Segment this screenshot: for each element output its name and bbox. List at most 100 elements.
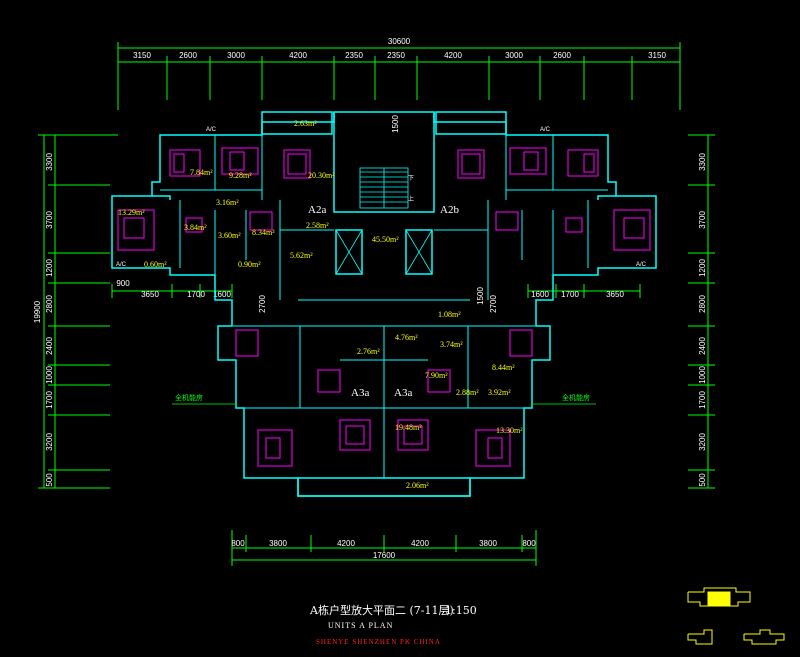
unit-label-a3a-left: A3a xyxy=(351,387,369,399)
mid-dimension-chains xyxy=(111,284,641,298)
area-label: 2.58m² xyxy=(306,221,329,230)
area-label: 2.88m² xyxy=(456,388,479,397)
dim-top-seg: 4200 xyxy=(444,51,462,60)
dim-right-seg: 3700 xyxy=(698,211,707,229)
dim-bottom-seg: 4200 xyxy=(411,539,429,548)
dim-mid-right: 1700 xyxy=(561,290,579,299)
dim-right-seg: 3300 xyxy=(698,153,707,171)
dim-left-seg: 2400 xyxy=(45,337,54,355)
dim-top-seg: 2350 xyxy=(387,51,405,60)
stair-down-label: 下 xyxy=(408,175,414,182)
drawing-credit: SHENYE SHENZHEN PK CHINA xyxy=(316,638,441,646)
dim-bottom-seg: 800 xyxy=(231,539,245,548)
furniture xyxy=(117,147,651,467)
area-label: 13.30m² xyxy=(496,426,523,435)
ac-note-left: 全机能房 xyxy=(175,393,203,402)
dim-right-seg: 500 xyxy=(698,473,707,487)
area-label: 0.60m² xyxy=(144,260,167,269)
dim-bottom-seg: 3800 xyxy=(479,539,497,548)
ac-tag: A/C xyxy=(540,127,551,133)
area-label: 8.44m² xyxy=(492,363,515,372)
left-dimension-chain xyxy=(38,134,118,489)
dim-left-total: 19900 xyxy=(33,300,42,323)
dim-top-total: 30600 xyxy=(388,37,411,46)
unit-label-a3a-right: A3a xyxy=(394,387,412,399)
dim-right-seg: 3200 xyxy=(698,433,707,451)
drawing-title: A栋户型放大平面二 (7-11层) xyxy=(309,603,454,617)
dim-bottom-total: 17600 xyxy=(373,551,396,560)
dim-top-seg: 3150 xyxy=(133,51,151,60)
dim-right-seg: 1200 xyxy=(698,259,707,277)
dim-top-seg: 4200 xyxy=(289,51,307,60)
area-label: 3.84m² xyxy=(184,223,207,232)
dim-right-seg: 1700 xyxy=(698,391,707,409)
area-label: 2.63m² xyxy=(294,119,317,128)
dim-1500: 1500 xyxy=(391,115,400,133)
dim-left-seg: 3200 xyxy=(45,433,54,451)
area-label: 45.50m² xyxy=(372,235,399,244)
dim-left-seg: 1000 xyxy=(45,366,54,384)
stair xyxy=(335,167,433,275)
dim-top-seg: 2600 xyxy=(553,51,571,60)
area-label: 8.34m² xyxy=(252,228,275,237)
drawing-subtitle: UNITS A PLAN xyxy=(328,621,393,630)
dim-top-seg: 3150 xyxy=(648,51,666,60)
left-dimension-labels: 19900 3300 3700 1200 2800 2400 1000 1700… xyxy=(33,153,54,487)
ac-note-right: 全机能房 xyxy=(562,393,590,402)
stair-up-label: 上 xyxy=(408,195,414,203)
dim-mid-right: 3650 xyxy=(606,290,624,299)
dim-bottom-seg: 4200 xyxy=(337,539,355,548)
ac-tag: A/C xyxy=(116,262,127,268)
dim-bottom-seg: 3800 xyxy=(269,539,287,548)
dim-top-seg: 2350 xyxy=(345,51,363,60)
dim-right-seg: 2400 xyxy=(698,337,707,355)
area-label: 7.90m² xyxy=(425,371,448,380)
dim-bottom-seg: 800 xyxy=(522,539,536,548)
area-label: 1.08m² xyxy=(438,310,461,319)
dim-top-seg: 2600 xyxy=(179,51,197,60)
area-label: 19.48m² xyxy=(395,423,422,432)
area-label: 0.90m² xyxy=(238,260,261,269)
ac-tag: A/C xyxy=(206,127,217,133)
ac-tag: A/C xyxy=(636,262,647,268)
dim-900: 900 xyxy=(116,279,130,288)
dim-top-seg: 3000 xyxy=(505,51,523,60)
bottom-dimension-chain xyxy=(231,530,537,566)
dim-2700: 2700 xyxy=(258,295,267,313)
interior-walls xyxy=(160,135,608,478)
dim-left-seg: 3700 xyxy=(45,211,54,229)
area-label: 3.74m² xyxy=(440,340,463,349)
dim-top-seg: 3000 xyxy=(227,51,245,60)
right-dimension-labels: 3300 3700 1200 2800 2400 1000 1700 3200 … xyxy=(698,153,707,487)
drawing-scale: 1:150 xyxy=(445,604,477,617)
area-label: 4.76m² xyxy=(395,333,418,342)
dim-mid-left: 1700 xyxy=(187,290,205,299)
area-label: 20.30m² xyxy=(308,171,335,180)
area-label: 9.28m² xyxy=(229,171,252,180)
exterior-walls xyxy=(111,111,657,497)
dim-2700: 2700 xyxy=(489,295,498,313)
dim-left-seg: 1700 xyxy=(45,391,54,409)
dim-right-seg: 2800 xyxy=(698,295,707,313)
area-label: 3.92m² xyxy=(488,388,511,397)
top-dimension-chain xyxy=(117,42,681,110)
unit-label-a2a: A2a xyxy=(308,204,326,216)
dim-1500: 1500 xyxy=(476,287,485,305)
dim-mid-left: 3650 xyxy=(141,290,159,299)
dim-left-seg: 1200 xyxy=(45,259,54,277)
dim-left-seg: 2800 xyxy=(45,295,54,313)
dim-right-seg: 1000 xyxy=(698,366,707,384)
key-plan xyxy=(687,587,785,645)
area-label: 5.62m² xyxy=(290,251,313,260)
area-label: 2.06m² xyxy=(406,481,429,490)
dim-mid-left: 1600 xyxy=(213,290,231,299)
area-label: 2.76m² xyxy=(357,347,380,356)
dim-left-seg: 500 xyxy=(45,473,54,487)
right-dimension-chain xyxy=(688,134,715,489)
area-label: 3.60m² xyxy=(218,231,241,240)
unit-label-a2b: A2b xyxy=(440,204,459,216)
dim-mid-right: 1600 xyxy=(531,290,549,299)
area-label: 3.16m² xyxy=(216,198,239,207)
dim-left-seg: 3300 xyxy=(45,153,54,171)
